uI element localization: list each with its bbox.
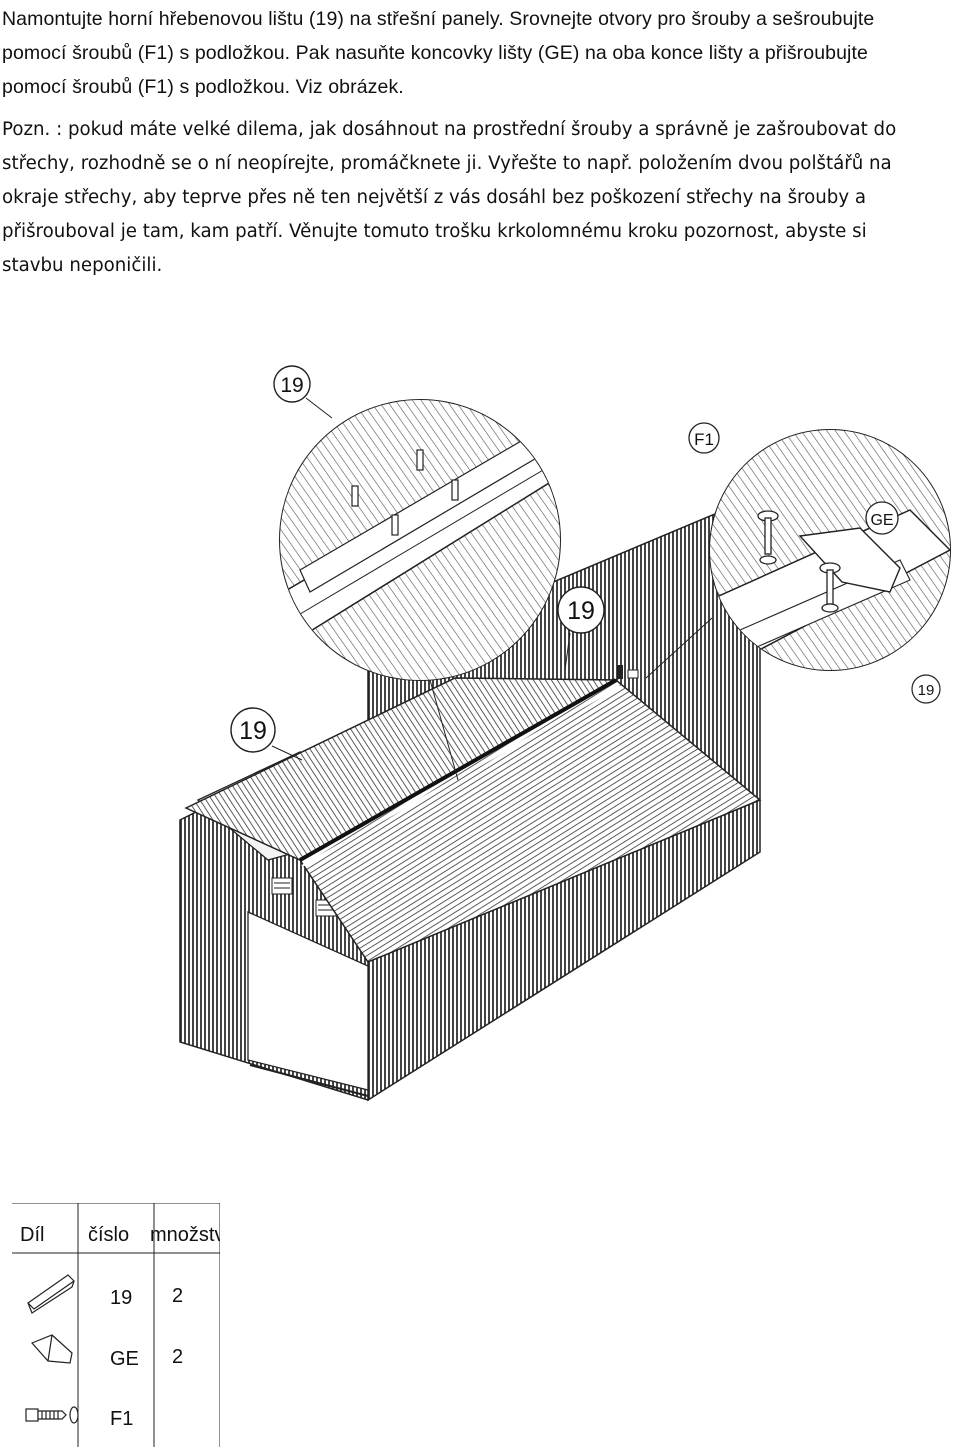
end-cap-detail-circle: [645, 429, 951, 679]
parts-table: Díl číslo množství 19 2 GE 2 F1: [12, 1203, 220, 1447]
ridge-cap: [299, 678, 617, 862]
callout-ridge-left: 19: [230, 707, 303, 761]
svg-text:GE: GE: [870, 512, 893, 529]
ridge-detail-circle: [279, 399, 561, 781]
ridge-cap-icon: [27, 1274, 75, 1314]
instruction-line: pomocí šroubů (F1) s podložkou. Pak nasu…: [2, 42, 868, 64]
instruction-line: pomocí šroubů (F1) s podložkou. Viz obrá…: [2, 76, 404, 98]
screw-washer-icon: [757, 510, 841, 613]
header-quantity: množství: [150, 1224, 220, 1246]
screw-washer-icon: [25, 1406, 79, 1424]
note-line: okraje střechy, aby teprve přes ně ten n…: [2, 187, 867, 208]
note-line: střechy, rozhodně se o ní neopírejte, pr…: [2, 153, 892, 174]
svg-text:F1: F1: [694, 430, 714, 449]
end-cap-icon: [798, 527, 901, 593]
note-line: stavbu neponičili.: [2, 255, 163, 276]
row-number: GE: [110, 1348, 139, 1370]
note-line: přišrouboval je tam, kam patří. Věnujte …: [2, 221, 867, 242]
header-number: číslo: [88, 1224, 129, 1246]
svg-text:19: 19: [280, 374, 303, 397]
callout-ridge-detail: 19: [273, 365, 333, 419]
callout-screw-f1: F1: [688, 422, 720, 454]
door-opening: [247, 910, 369, 1091]
instruction-line: Namontujte horní hřebenovou lištu (19) n…: [2, 8, 875, 30]
row-quantity: 2: [172, 1285, 183, 1307]
note-paragraph: Pozn. : pokud máte velké dilema, jak dos…: [2, 113, 957, 283]
end-cap-icon: [30, 1334, 73, 1364]
door-sill: [249, 1064, 369, 1097]
instruction-paragraph: Namontujte horní hřebenovou lištu (19) n…: [2, 2, 957, 104]
callout-end-cap-ge: GE: [865, 501, 899, 535]
callout-ridge-center: 19: [557, 586, 605, 671]
svg-text:19: 19: [567, 597, 595, 625]
row-number: 19: [110, 1287, 132, 1309]
assembly-illustration: 19 F1 GE 19 19 19: [179, 365, 951, 1102]
screw-icon: [617, 665, 639, 679]
callout-ridge-small: 19: [911, 674, 941, 704]
header-part: Díl: [20, 1224, 44, 1246]
note-line: Pozn. : pokud máte velké dilema, jak dos…: [2, 119, 897, 140]
svg-text:19: 19: [239, 717, 267, 745]
row-number: F1: [110, 1408, 133, 1430]
row-quantity: 2: [172, 1346, 183, 1368]
svg-text:19: 19: [918, 682, 935, 699]
